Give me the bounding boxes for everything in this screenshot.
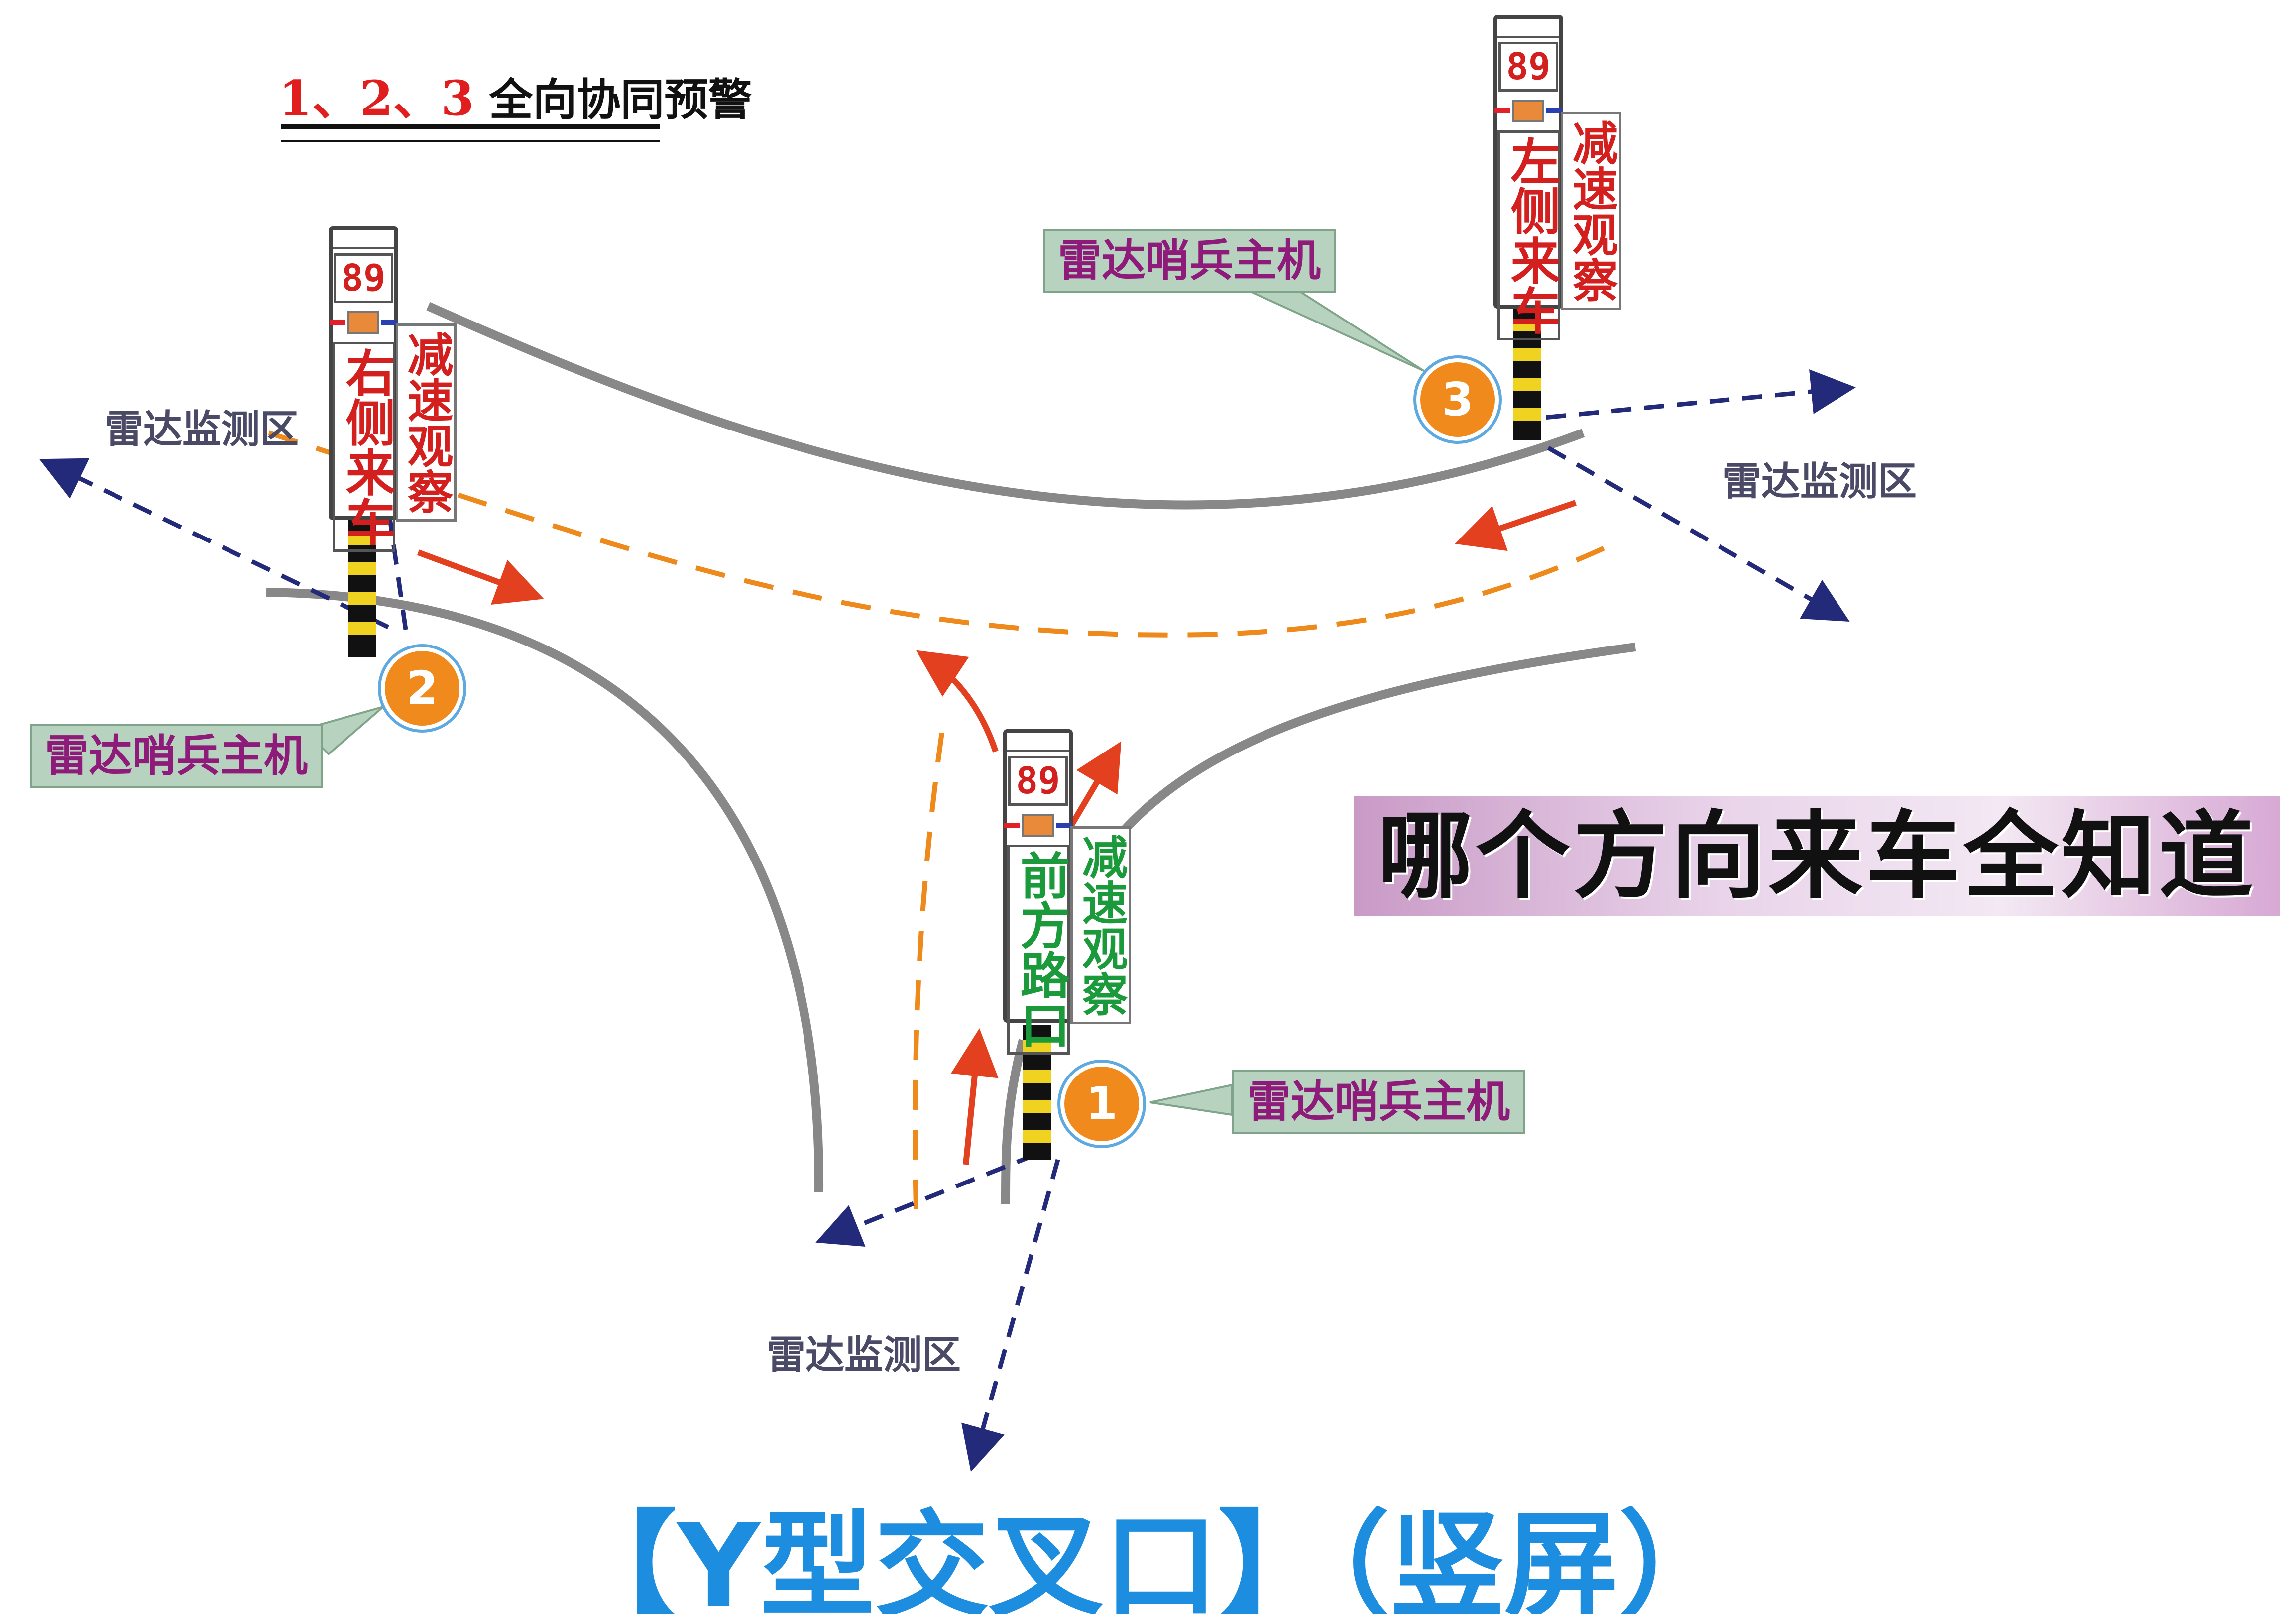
radar-arrow-1-down	[961, 1159, 1060, 1472]
marker-1-icon: 1	[1060, 1063, 1143, 1145]
header-title: 1、2、3 全向协同预警	[279, 60, 752, 129]
warning-light-icon	[1494, 100, 1562, 122]
marker-2-icon: 2	[381, 647, 463, 730]
lane-line-stem	[913, 721, 946, 1210]
flow-arrow-eastbound	[417, 549, 544, 605]
radar-arrow-2-left	[39, 458, 389, 630]
footer-title: 【Y型交叉口】（竖屏）	[563, 1500, 1733, 1614]
marker-3-icon: 3	[1416, 358, 1499, 441]
sign-pole-2	[348, 518, 376, 657]
road-edge-upper	[426, 302, 1585, 510]
sign-main-text: 前方路口	[1007, 845, 1070, 1055]
warning-light-icon	[330, 311, 397, 334]
sign-side-text-3: 减速观察	[1561, 112, 1621, 310]
sign-main-text: 右侧来车	[333, 342, 395, 552]
sign-brand-strip	[1007, 733, 1069, 752]
speed-display: 89	[334, 253, 393, 303]
speed-display: 89	[1008, 756, 1068, 806]
callout-pointer-1	[1149, 1083, 1233, 1116]
radar-zone-label-bottom: 雷达监测区	[767, 1333, 961, 1378]
sign-brand-strip	[333, 230, 394, 249]
road-edge-stub	[1001, 1039, 1028, 1205]
header-underline	[281, 124, 660, 142]
warning-sign-3: 89 左侧来车	[1493, 15, 1563, 340]
road-edge-left-lower	[266, 588, 824, 1192]
warning-light-icon	[1004, 814, 1072, 837]
radar-arrow-2-up	[386, 507, 408, 630]
callout-pointer-3	[1249, 290, 1425, 372]
sign-pole-1	[1023, 1025, 1051, 1160]
speed-display: 89	[1498, 42, 1558, 92]
radar-arrow-1-left	[815, 1152, 1036, 1247]
flow-arrow-turn-left	[916, 650, 999, 753]
sign-brand-strip	[1497, 19, 1559, 38]
radar-arrow-3-down	[1547, 446, 1850, 622]
warning-sign-1: 89 前方路口	[1003, 729, 1073, 1055]
sign-side-text-1: 减速观察	[1070, 826, 1131, 1024]
header-numbers: 1、2、3	[279, 70, 474, 126]
header-text: 全向协同预警	[489, 74, 752, 125]
callout-radar-host-1: 雷达哨兵主机	[1232, 1070, 1525, 1134]
flow-arrow-westbound	[1455, 500, 1577, 551]
callout-radar-host-2: 雷达哨兵主机	[30, 724, 323, 788]
flow-arrow-stem-up	[951, 1028, 999, 1165]
sign-side-text-2: 减速观察	[396, 323, 457, 522]
radar-zone-label-left: 雷达监测区	[105, 407, 299, 452]
flow-arrow-turn-right	[1065, 741, 1122, 833]
radar-zone-label-right: 雷达监测区	[1722, 459, 1917, 504]
lane-line-main	[268, 430, 1607, 638]
slogan-banner: 哪个方向来车全知道	[1354, 796, 2280, 916]
radar-arrow-3-right	[1513, 369, 1856, 423]
sign-pole-3	[1513, 304, 1541, 440]
sign-main-text: 左侧来车	[1497, 130, 1560, 340]
warning-sign-2: 89 右侧来车	[329, 226, 398, 552]
callout-radar-host-3: 雷达哨兵主机	[1043, 229, 1336, 293]
